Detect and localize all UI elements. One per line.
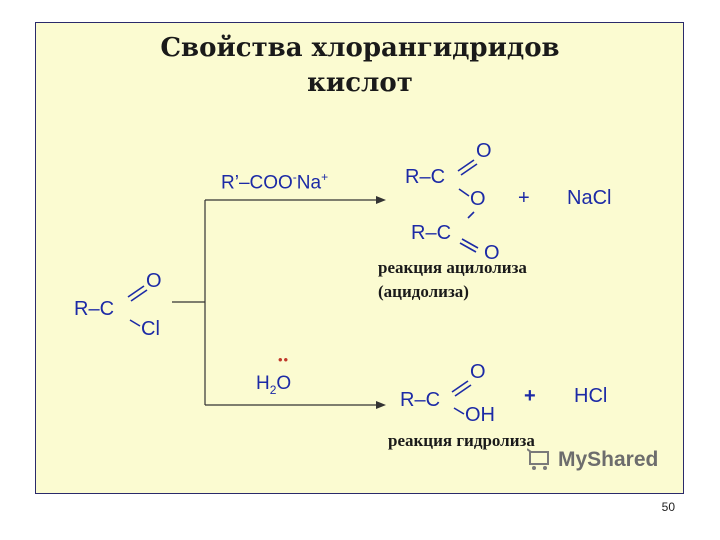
upper-byproduct-nacl: NaCl [567,187,612,209]
slide-frame [35,22,684,494]
watermark-text: MyShared [558,448,659,471]
anhydride-double-bond-2b [459,242,477,253]
reactant-oxygen: O [146,270,162,292]
reactant-double-bond-1 [127,285,145,298]
page-number: 50 [661,500,675,514]
lower-reaction-label: реакция гидролиза [388,431,535,450]
reactant-chlorine: Cl [141,318,160,340]
slide-title-line1: Свойства хлорангидридов [160,33,560,63]
slide-title-line2: кислот [307,68,413,98]
anhydride-oxygen-bottom: O [484,242,500,264]
reactant-single-bond [129,319,141,327]
anhydride-rc-1: R–C [405,166,446,188]
anhydride-bridge-bond [467,211,475,219]
upper-reagent: R’–COO-Na+ [221,170,329,194]
anhydride-double-bond-1a [457,159,475,172]
acid-double-bond-1 [451,380,469,393]
shopping-cart-icon [527,448,549,470]
acid-oxygen: O [470,361,486,383]
anhydride-single-bond-1 [458,188,470,197]
anhydride-double-bond-2a [461,238,479,249]
anhydride-oxygen-top: O [476,140,492,162]
upper-plus-sign: + [518,187,530,209]
lone-pair-dots: •• [278,352,290,367]
anhydride-double-bond-1b [460,163,478,176]
acid-double-bond-2 [454,384,472,397]
reactant-rc: R–C [74,298,115,320]
reactant-double-bond-2 [130,289,148,302]
lower-reagent-water: H2O [256,373,292,397]
acid-single-bond [453,407,465,415]
upper-reaction-label-line1: реакция ацилолиза [378,258,527,277]
upper-arrowhead [376,196,386,204]
lower-byproduct-hcl: HCl [574,385,608,407]
anhydride-oxygen-bridge: O [470,188,486,210]
anhydride-rc-2: R–C [411,222,452,244]
lower-plus-sign: + [524,385,536,407]
acid-rc: R–C [400,389,441,411]
upper-reaction-label-line2: (ацидолиза) [378,282,469,301]
acid-hydroxyl: OH [465,404,495,426]
lower-arrowhead [376,401,386,409]
